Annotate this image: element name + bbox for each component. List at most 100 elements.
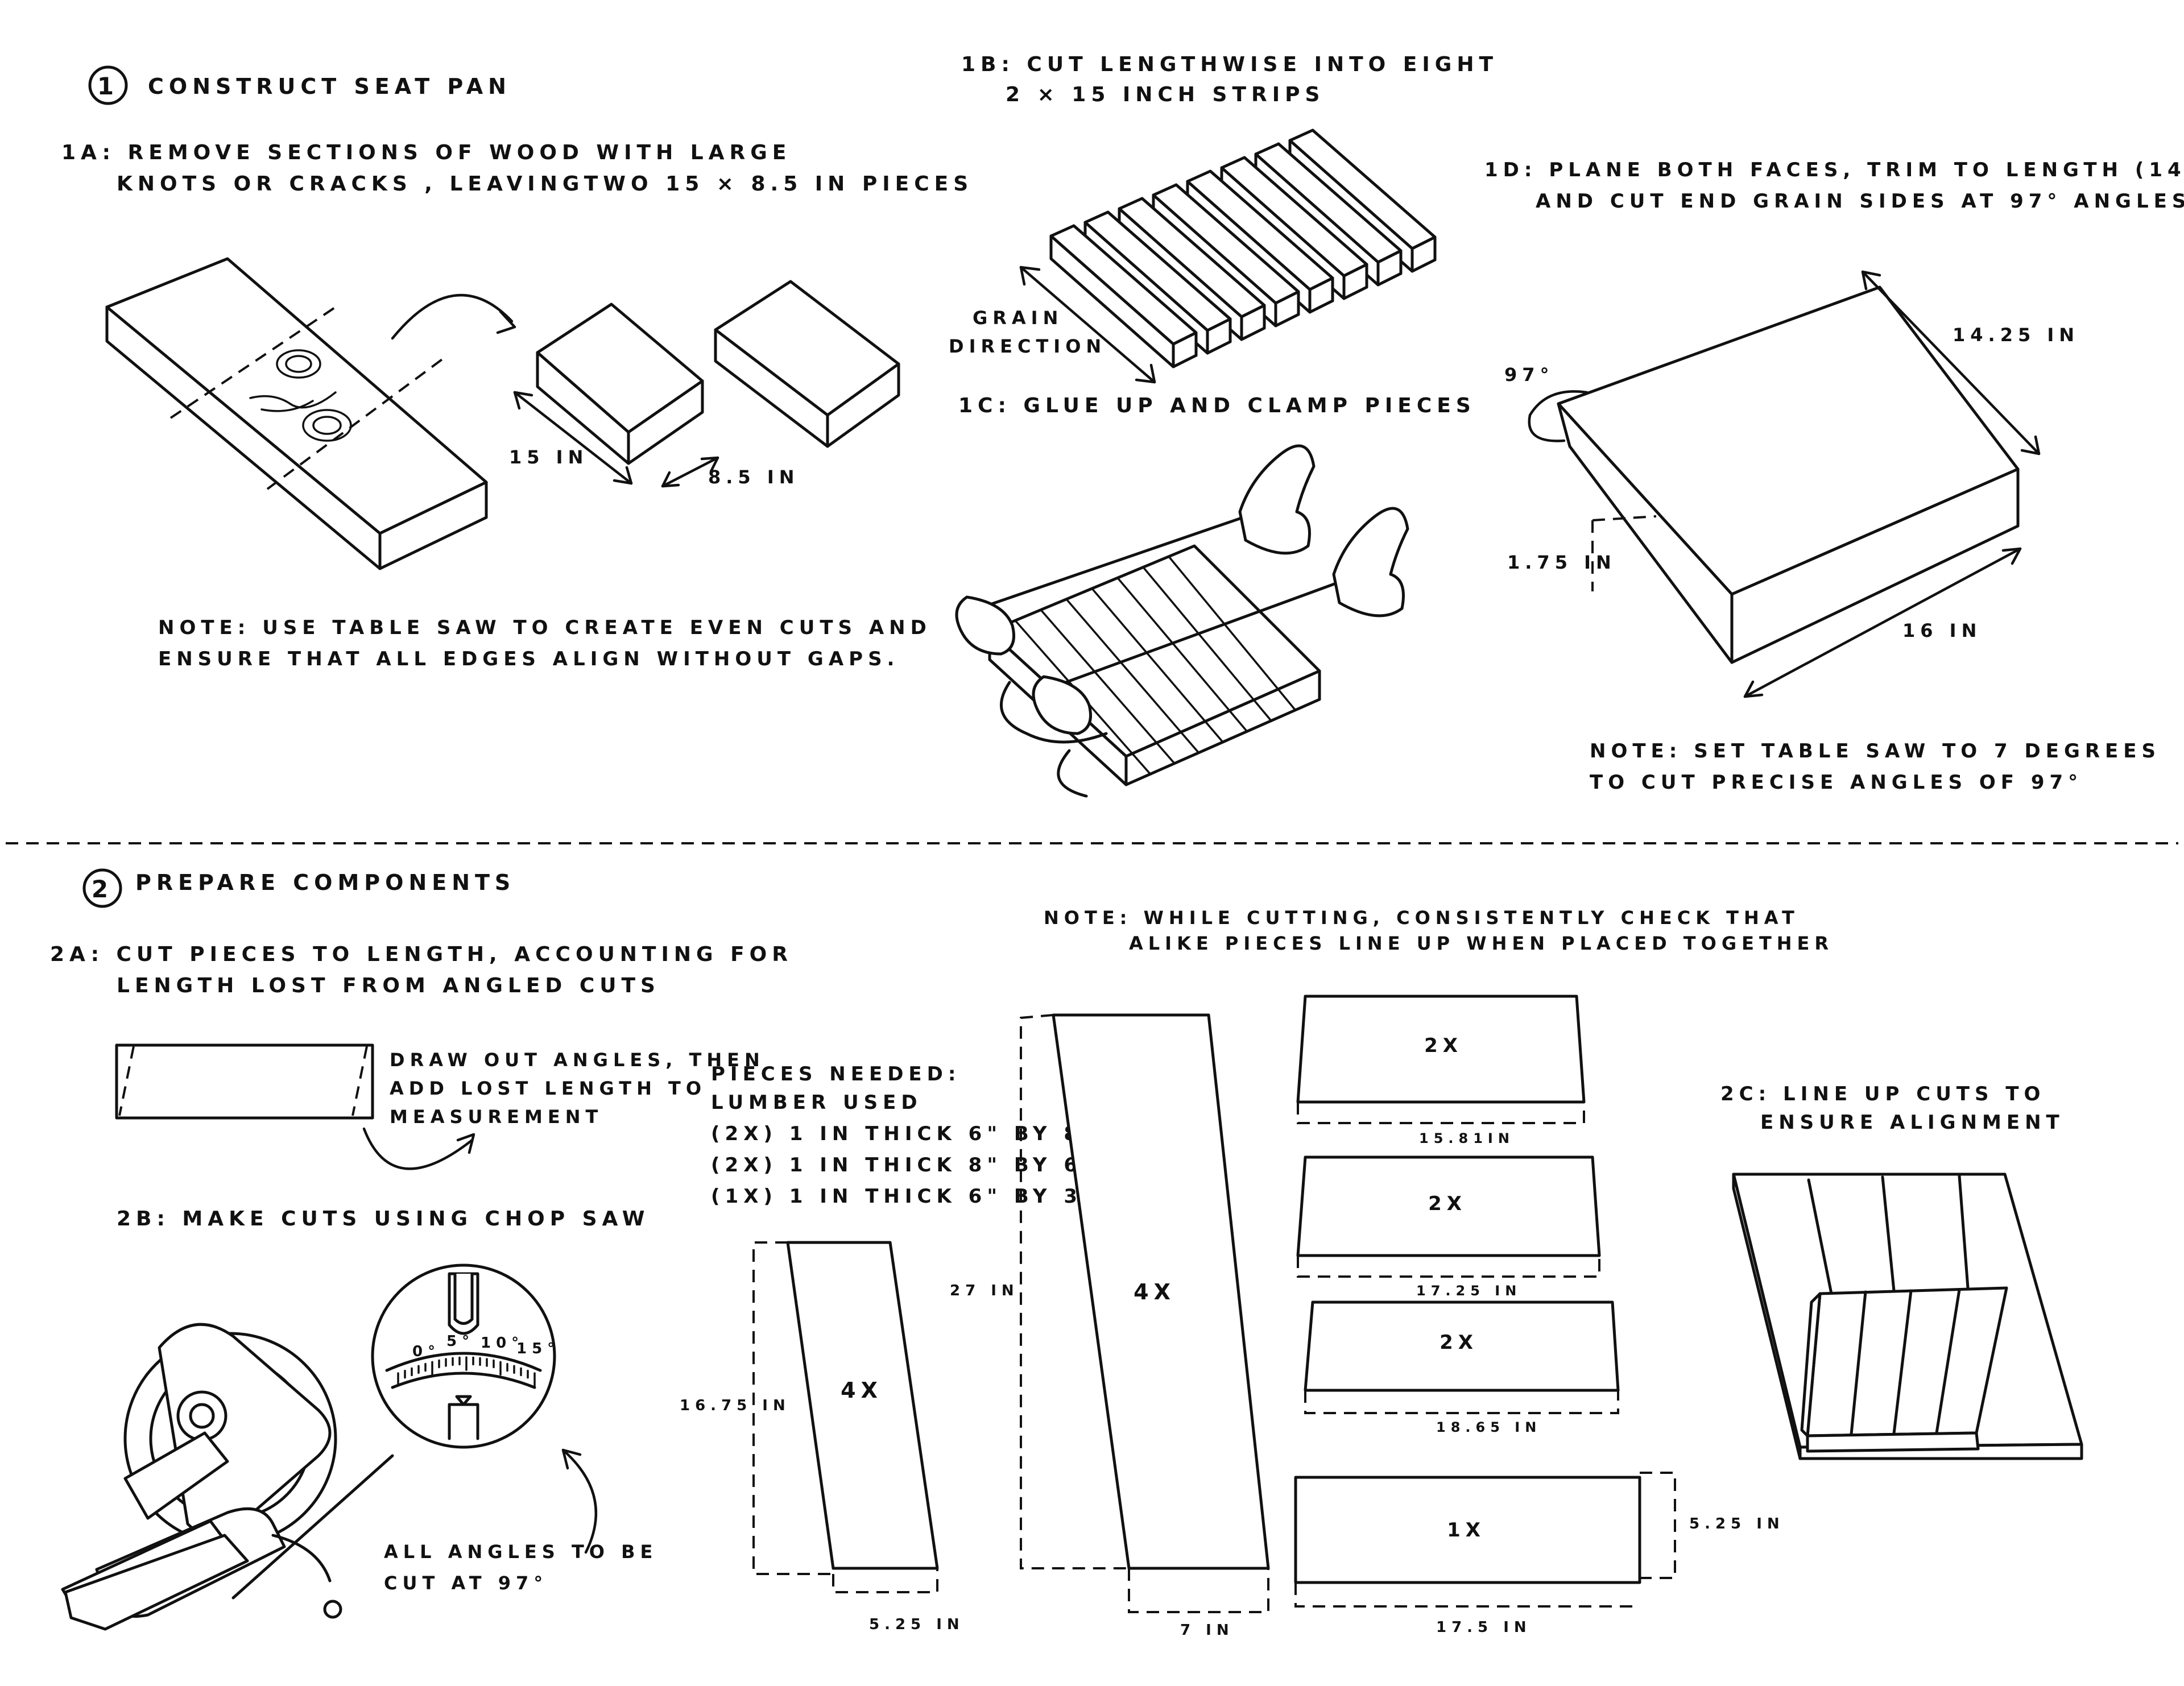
rail-piece-1: 2X 15.81IN (1296, 995, 1586, 1146)
curved-arrow-icon-3 (561, 1448, 598, 1554)
angled-cut-board-illustration (115, 1043, 374, 1120)
rail-1-width: 15.81IN (1419, 1130, 1515, 1146)
stacked-piece (1806, 1286, 2008, 1438)
svg-text:2A: CUT PIECES TO LENGTH, ACCO: 2A: CUT PIECES TO LENGTH, ACCOUNTING FOR (50, 943, 793, 966)
long-piece: 4X 27 IN 7 IN (950, 1013, 1270, 1639)
wood-strip (1049, 224, 1198, 368)
arrow-head-icon (496, 310, 516, 334)
panel-seam (1142, 566, 1272, 722)
svg-text:NOTE: SET TABLE SAW TO 7 DEGRE: NOTE: SET TABLE SAW TO 7 DEGREES (1590, 740, 2161, 763)
long-piece-width: 7 IN (1180, 1622, 1234, 1639)
svg-text:AND CUT END GRAIN SIDES AT 97°: AND CUT END GRAIN SIDES AT 97° ANGLES (1536, 190, 2184, 213)
svg-text:(1X) 1 IN THICK 6" BY 3': (1X) 1 IN THICK 6" BY 3' (711, 1185, 1093, 1208)
step-1a-instruction: 1A: REMOVE SECTIONS OF WOOD WITH LARGE K… (61, 141, 973, 196)
rail-3-count: 2X (1440, 1331, 1478, 1354)
svg-text:PIECES NEEDED:: PIECES NEEDED: (711, 1063, 961, 1086)
leg-piece-width: 5.25 IN (869, 1616, 965, 1633)
cutting-note: NOTE: WHILE CUTTING, CONSISTENTLY CHECK … (1044, 907, 1834, 954)
grain-direction-indicator: GRAIN DIRECTION (949, 266, 1156, 384)
wood-strips-illustration (1049, 129, 1437, 368)
arrow-head-icon-3 (561, 1448, 582, 1470)
long-piece-count: 4X (1134, 1279, 1176, 1304)
board-end-face (378, 480, 488, 570)
draw-angles-note: DRAW OUT ANGLES, THEN ADD LOST LENGTH TO… (390, 1049, 765, 1128)
rail-4-count: 1X (1447, 1519, 1486, 1542)
svg-text:ALL ANGLES TO BE: ALL ANGLES TO BE (384, 1541, 657, 1563)
svg-text:MEASUREMENT: MEASUREMENT (390, 1106, 603, 1128)
step-1-title: CONSTRUCT SEAT PAN (148, 74, 511, 99)
step-1a-line-2: KNOTS OR CRACKS , LEAVINGTWO 15 × 8.5 IN… (117, 172, 973, 196)
step-1a-note: NOTE: USE TABLE SAW TO CREATE EVEN CUTS … (158, 616, 926, 670)
svg-text:TO CUT PRECISE ANGLES OF 97°: TO CUT PRECISE ANGLES OF 97° (1590, 771, 2083, 794)
step-1-number-circle (88, 65, 128, 105)
pieces-needed-list: PIECES NEEDED: LUMBER USED (2X) 1 IN THI… (711, 1063, 1093, 1208)
svg-text:LUMBER USED: LUMBER USED (711, 1091, 923, 1114)
leg-piece-height: 16.75 IN (680, 1397, 791, 1414)
curved-arrow-icon (391, 293, 514, 340)
chop-saw-icon (61, 1323, 394, 1631)
step-1d-note: NOTE: SET TABLE SAW TO 7 DEGREES TO CUT … (1590, 740, 2161, 794)
alignment-check-illustration (1732, 1173, 2083, 1460)
step-1-number: 1 (97, 72, 119, 100)
trimmed-panel-illustration (1557, 285, 2020, 664)
bevel-guide-dashes (1591, 515, 1657, 591)
knot-icon (249, 349, 352, 442)
step-2-number-circle (82, 868, 122, 908)
rail-4-height: 5.25 IN (1689, 1515, 1785, 1532)
angles-97-note: ALL ANGLES TO BE CUT AT 97° (384, 1541, 657, 1594)
step-2b-instruction: 2B: MAKE CUTS USING CHOP SAW (117, 1207, 650, 1231)
rail-2-count: 2X (1428, 1192, 1467, 1215)
step-2a-instruction: 2A: CUT PIECES TO LENGTH, ACCOUNTING FOR… (50, 943, 793, 997)
long-piece-height: 27 IN (950, 1282, 1019, 1299)
clamp-icon (955, 444, 1409, 798)
step-2-number: 2 (92, 875, 113, 903)
panel-seam (1091, 587, 1224, 743)
step-1d-instruction: 1D: PLANE BOTH FACES, TRIM TO LENGTH (14… (1484, 159, 2184, 213)
step-1c-instruction: 1C: GLUE UP AND CLAMP PIECES (958, 394, 1476, 417)
svg-text:2C: LINE UP CUTS TO: 2C: LINE UP CUTS TO (1720, 1083, 2045, 1105)
svg-text:DIRECTION: DIRECTION (949, 335, 1106, 357)
panel-seam (1040, 608, 1176, 765)
svg-text:8.5 IN: 8.5 IN (708, 466, 800, 488)
dimension-8-5in: 8.5 IN (661, 456, 800, 488)
svg-text:16 IN: 16 IN (1902, 620, 1982, 641)
curved-arrow-icon-2 (362, 1127, 474, 1170)
svg-text:ALIKE PIECES LINE UP WHEN PLAC: ALIKE PIECES LINE UP WHEN PLACED TOGETHE… (1129, 933, 1834, 954)
svg-text:DRAW OUT ANGLES, THEN: DRAW OUT ANGLES, THEN (390, 1049, 765, 1071)
svg-text:1B: CUT LENGTHWISE INTO EIGHT: 1B: CUT LENGTHWISE INTO EIGHT (961, 53, 1498, 76)
cut-line-right (266, 357, 445, 490)
leg-piece: 4X 16.75 IN 5.25 IN (680, 1241, 965, 1633)
step-2-title: PREPARE COMPONENTS (135, 870, 515, 895)
dial-circle (371, 1264, 556, 1449)
svg-text:ENSURE THAT ALL EDGES ALIGN WI: ENSURE THAT ALL EDGES ALIGN WITHOUT GAPS… (158, 648, 899, 670)
svg-text:(2X) 1 IN THICK 6" BY 8': (2X) 1 IN THICK 6" BY 8' (711, 1122, 1093, 1145)
clamped-panel-illustration (955, 444, 1409, 798)
step-1-header: 1 CONSTRUCT SEAT PAN (88, 65, 511, 105)
leg-piece-count: 4X (841, 1378, 883, 1403)
svg-text:15 IN: 15 IN (509, 446, 588, 468)
svg-text:GRAIN: GRAIN (973, 307, 1063, 329)
cut-line-left (169, 306, 337, 419)
arrow-head-icon-2 (456, 1133, 475, 1154)
dimension-15in: 15 IN (509, 391, 633, 485)
panel-seam (1168, 556, 1297, 711)
svg-text:ENSURE ALIGNMENT: ENSURE ALIGNMENT (1760, 1111, 2065, 1134)
rail-piece-2: 2X 17.25 IN (1296, 1155, 1601, 1299)
dial-5-label: 5° (446, 1333, 474, 1350)
rail-piece-3: 2X 18.65 IN (1304, 1300, 1620, 1435)
step-1b-instruction: 1B: CUT LENGTHWISE INTO EIGHT 2 × 15 INC… (961, 53, 1498, 106)
svg-text:97°: 97° (1504, 364, 1554, 386)
dimension-14-25in: 14.25 IN (1861, 270, 2074, 455)
svg-text:CUT AT 97°: CUT AT 97° (384, 1572, 548, 1594)
dimension-1-75in: 1.75 IN (1507, 552, 1616, 573)
svg-text:LENGTH LOST FROM ANGLED CUTS: LENGTH LOST FROM ANGLED CUTS (117, 974, 660, 997)
dimension-16in: 16 IN (1743, 547, 2022, 698)
rail-1-count: 2X (1424, 1034, 1463, 1057)
step-2c-instruction: 2C: LINE UP CUTS TO ENSURE ALIGNMENT (1720, 1083, 2065, 1134)
svg-text:NOTE: WHILE CUTTING, CONSISTEN: NOTE: WHILE CUTTING, CONSISTENTLY CHECK … (1044, 907, 1800, 929)
dial-15-label: 15° (516, 1340, 560, 1357)
cut-piece-left (536, 303, 704, 465)
svg-text:(2X) 1 IN THICK 8" BY 6': (2X) 1 IN THICK 8" BY 6' (711, 1154, 1093, 1177)
svg-text:2 × 15 INCH STRIPS: 2 × 15 INCH STRIPS (1006, 83, 1325, 106)
